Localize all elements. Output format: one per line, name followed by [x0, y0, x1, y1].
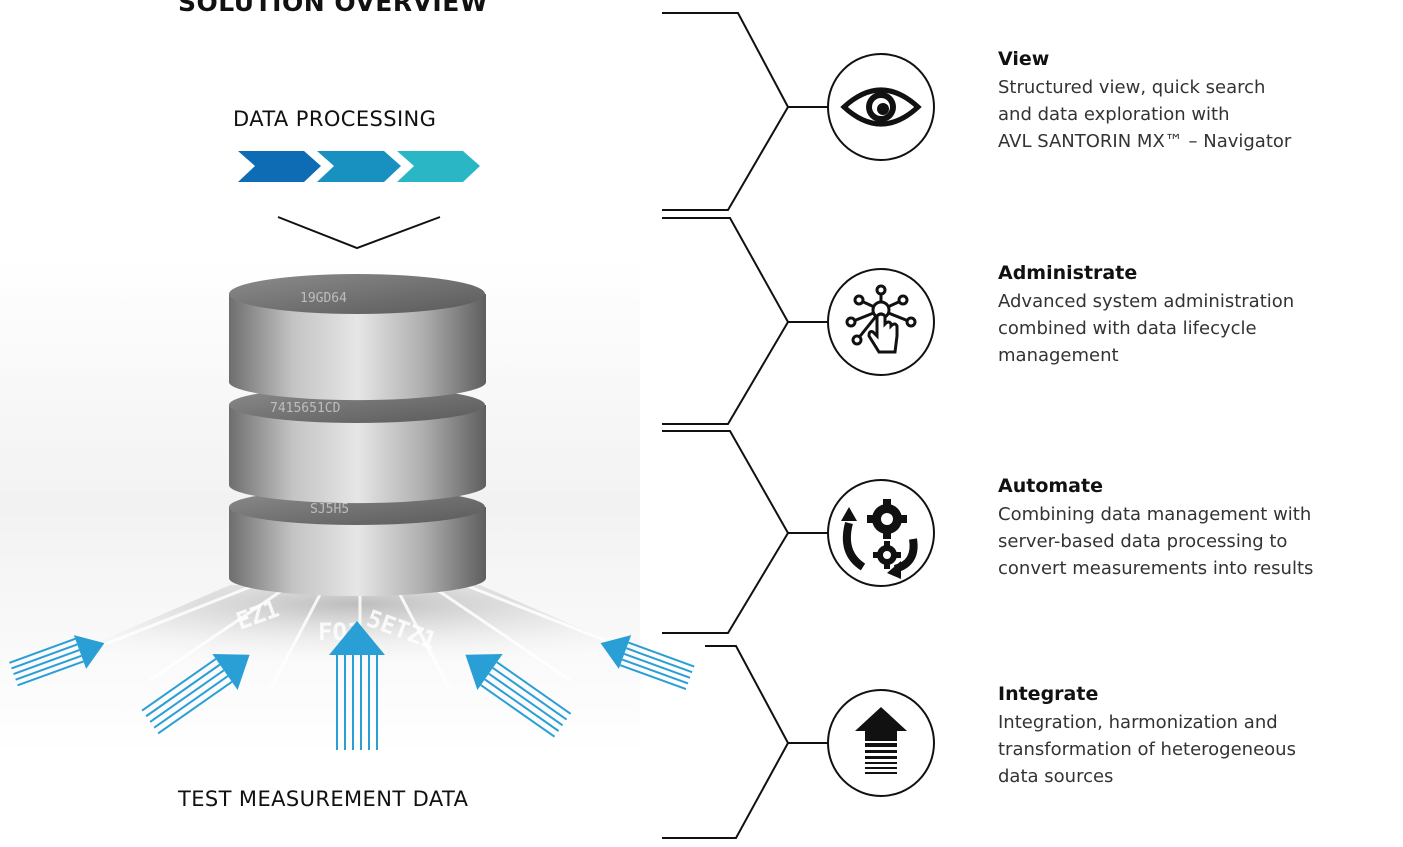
feature-title: Integrate [998, 683, 1099, 705]
feature-desc-line: management [998, 345, 1119, 366]
feature-desc-line: server-based data processing to [998, 531, 1288, 552]
gears-cycle-icon [841, 499, 918, 579]
feature-description: Advanced system administration combined … [998, 288, 1398, 369]
chevron-2 [317, 151, 401, 182]
database-icon: 19GD64 7415651CD SJ5H5 [229, 274, 486, 597]
network-hand-icon [845, 284, 917, 354]
feature-desc-line: combined with data lifecycle [998, 318, 1257, 339]
connector-view [662, 12, 790, 211]
funnel-line [277, 216, 441, 250]
feature-desc-line: Integration, harmonization and [998, 712, 1278, 733]
input-arrow-4 [465, 653, 572, 738]
input-arrows [9, 621, 695, 750]
feature-automate: Automate Combining data management with … [998, 475, 1398, 582]
feature-desc-line: convert measurements into results [998, 558, 1314, 579]
feature-description: Integration, harmonization and transform… [998, 709, 1398, 790]
test-data-label: TEST MEASUREMENT DATA [178, 787, 469, 811]
chevron-3 [397, 151, 480, 182]
chevron-1 [238, 151, 321, 182]
feature-title: View [998, 48, 1050, 70]
db-text-1: 19GD64 [300, 291, 347, 306]
db-text-3: SJ5H5 [310, 502, 349, 517]
feature-title: Administrate [998, 262, 1138, 284]
input-arrow-1 [9, 635, 105, 687]
data-processing-label: DATA PROCESSING [233, 107, 437, 131]
input-arrow-3 [329, 621, 385, 750]
db-text-2: 7415651CD [270, 401, 341, 416]
feature-view: View Structured view, quick search and d… [998, 48, 1398, 155]
feature-desc-line: data sources [998, 766, 1114, 787]
icon-circles [827, 53, 935, 797]
page-title: SOLUTION OVERVIEW [178, 0, 488, 17]
connector-lines [662, 12, 828, 839]
connector-administrate [662, 217, 790, 425]
connector-automate [662, 430, 790, 634]
feature-desc-line: Advanced system administration [998, 291, 1295, 312]
feature-administrate: Administrate Advanced system administrat… [998, 262, 1398, 369]
feature-desc-line: Structured view, quick search [998, 77, 1266, 98]
eye-icon [840, 87, 922, 127]
feature-desc-line: and data exploration with [998, 104, 1230, 125]
feature-title: Automate [998, 475, 1103, 497]
data-processing-arrows [238, 151, 480, 182]
feature-desc-line: Combining data management with [998, 504, 1312, 525]
upload-arrow-icon [855, 707, 907, 774]
feature-desc-line: transformation of heterogeneous [998, 739, 1296, 760]
feature-description: Structured view, quick search and data e… [998, 74, 1398, 155]
feature-desc-line: AVL SANTORIN MX™ – Navigator [998, 131, 1292, 152]
input-arrow-5 [600, 635, 695, 691]
feature-integrate: Integrate Integration, harmonization and… [998, 683, 1398, 790]
input-arrow-2 [141, 653, 250, 735]
feature-description: Combining data management with server-ba… [998, 501, 1398, 582]
